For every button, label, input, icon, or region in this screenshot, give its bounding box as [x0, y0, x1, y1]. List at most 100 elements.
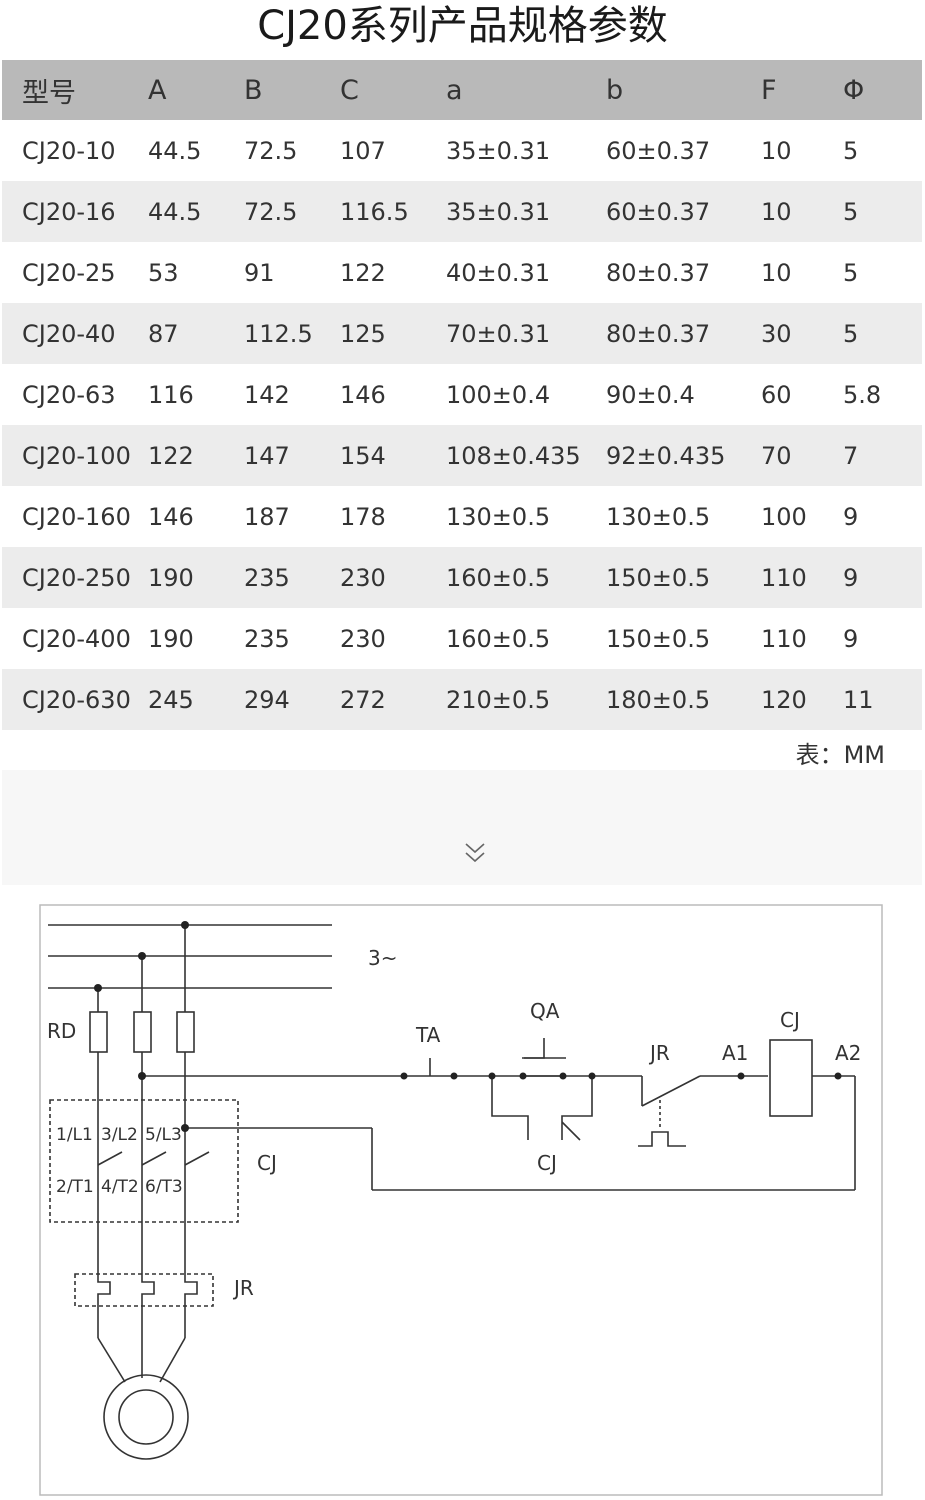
table-row: CJ20-400 190 235 230 160±0.5 150±0.5 110 9	[2, 608, 922, 669]
value-cell: 122	[340, 258, 386, 287]
value-cell: 146	[340, 380, 386, 409]
value-cell: 272	[340, 669, 446, 730]
header-phi: Φ	[843, 60, 922, 120]
value-cell: 110	[761, 624, 807, 653]
label-coil-a2: A2	[835, 1041, 861, 1065]
model-cell: CJ20-400	[22, 624, 131, 653]
value-cell: 60±0.37	[606, 136, 711, 165]
value-cell: 146	[148, 502, 194, 531]
value-cell: 80±0.37	[606, 258, 711, 287]
value-cell: 142	[244, 380, 290, 409]
value-cell: 235	[244, 624, 290, 653]
header-a-upper: A	[148, 60, 244, 120]
unit-note: 表：MM	[795, 741, 885, 769]
wiring-diagram: 3~ RD CJ JR TA QA JR CJ CJ A1 A2 1/L1 3/…	[39, 904, 883, 1496]
value-cell: 44.5	[148, 136, 202, 165]
value-cell: 130±0.5	[606, 502, 711, 531]
label-start-button: QA	[530, 999, 560, 1023]
label-three-phase: 3~	[368, 946, 397, 970]
double-chevron-down-icon[interactable]	[463, 840, 487, 868]
header-c-upper: C	[340, 60, 446, 120]
value-cell: 235	[244, 547, 340, 608]
value-cell: 60±0.37	[606, 181, 761, 242]
value-cell: 154	[340, 425, 446, 486]
label-term-l2: 3/L2	[101, 1125, 138, 1145]
value-cell: 130±0.5	[446, 502, 551, 531]
value-cell: 40±0.31	[446, 258, 551, 287]
label-coil-a1: A1	[722, 1041, 748, 1065]
value-cell: 35±0.31	[446, 136, 551, 165]
value-cell: 7	[843, 425, 922, 486]
value-cell: 112.5	[244, 303, 340, 364]
model-cell: CJ20-16	[2, 181, 148, 242]
label-term-t1: 2/T1	[56, 1177, 94, 1197]
value-cell: 5.8	[843, 380, 882, 409]
value-cell: 107	[340, 136, 386, 165]
value-cell: 92±0.435	[606, 425, 761, 486]
value-cell: 180±0.5	[606, 669, 761, 730]
value-cell: 9	[843, 624, 859, 653]
label-relay-contact: JR	[648, 1041, 670, 1065]
value-cell: 122	[148, 425, 244, 486]
value-cell: 9	[843, 547, 922, 608]
value-cell: 100±0.4	[446, 380, 551, 409]
label-term-t2: 4/T2	[101, 1177, 139, 1197]
value-cell: 70	[761, 425, 843, 486]
value-cell: 5	[843, 136, 859, 165]
page-title: CJ20系列产品规格参数	[257, 3, 668, 49]
header-a-lower: a	[446, 60, 606, 120]
value-cell: 11	[843, 669, 922, 730]
value-cell: 44.5	[148, 181, 244, 242]
header-b-upper: B	[244, 60, 340, 120]
label-coil: CJ	[780, 1008, 800, 1032]
value-cell: 245	[148, 669, 244, 730]
label-term-l3: 5/L3	[145, 1125, 182, 1145]
value-cell: 190	[148, 547, 244, 608]
value-cell: 230	[340, 624, 386, 653]
value-cell: 160±0.5	[446, 547, 606, 608]
section-divider	[2, 770, 922, 885]
value-cell: 116	[148, 380, 194, 409]
value-cell: 150±0.5	[606, 547, 761, 608]
value-cell: 160±0.5	[446, 624, 551, 653]
label-stop-button: TA	[415, 1023, 441, 1047]
value-cell: 30	[761, 303, 843, 364]
label-term-t3: 6/T3	[145, 1177, 183, 1197]
table-header-row: 型号 A B C a b F Φ	[2, 60, 922, 120]
value-cell: 10	[761, 136, 792, 165]
value-cell: 5	[843, 181, 922, 242]
value-cell: 190	[148, 624, 194, 653]
model-cell: CJ20-630	[2, 669, 148, 730]
label-thermal-relay: JR	[232, 1276, 254, 1300]
header-f: F	[761, 60, 843, 120]
model-cell: CJ20-40	[2, 303, 148, 364]
value-cell: 150±0.5	[606, 624, 711, 653]
header-model: 型号	[2, 60, 148, 120]
value-cell: 9	[843, 502, 859, 531]
value-cell: 210±0.5	[446, 669, 606, 730]
value-cell: 125	[340, 303, 446, 364]
model-cell: CJ20-10	[22, 136, 116, 165]
value-cell: 80±0.37	[606, 303, 761, 364]
value-cell: 60	[761, 380, 792, 409]
value-cell: 53	[148, 258, 179, 287]
value-cell: 5	[843, 258, 859, 287]
value-cell: 5	[843, 303, 922, 364]
value-cell: 35±0.31	[446, 181, 606, 242]
model-cell: CJ20-63	[22, 380, 116, 409]
model-cell: CJ20-250	[2, 547, 148, 608]
value-cell: 187	[244, 502, 290, 531]
value-cell: 110	[761, 547, 843, 608]
model-cell: CJ20-160	[22, 502, 131, 531]
value-cell: 91	[244, 258, 275, 287]
value-cell: 147	[244, 425, 340, 486]
model-cell: CJ20-100	[2, 425, 148, 486]
value-cell: 72.5	[244, 181, 340, 242]
